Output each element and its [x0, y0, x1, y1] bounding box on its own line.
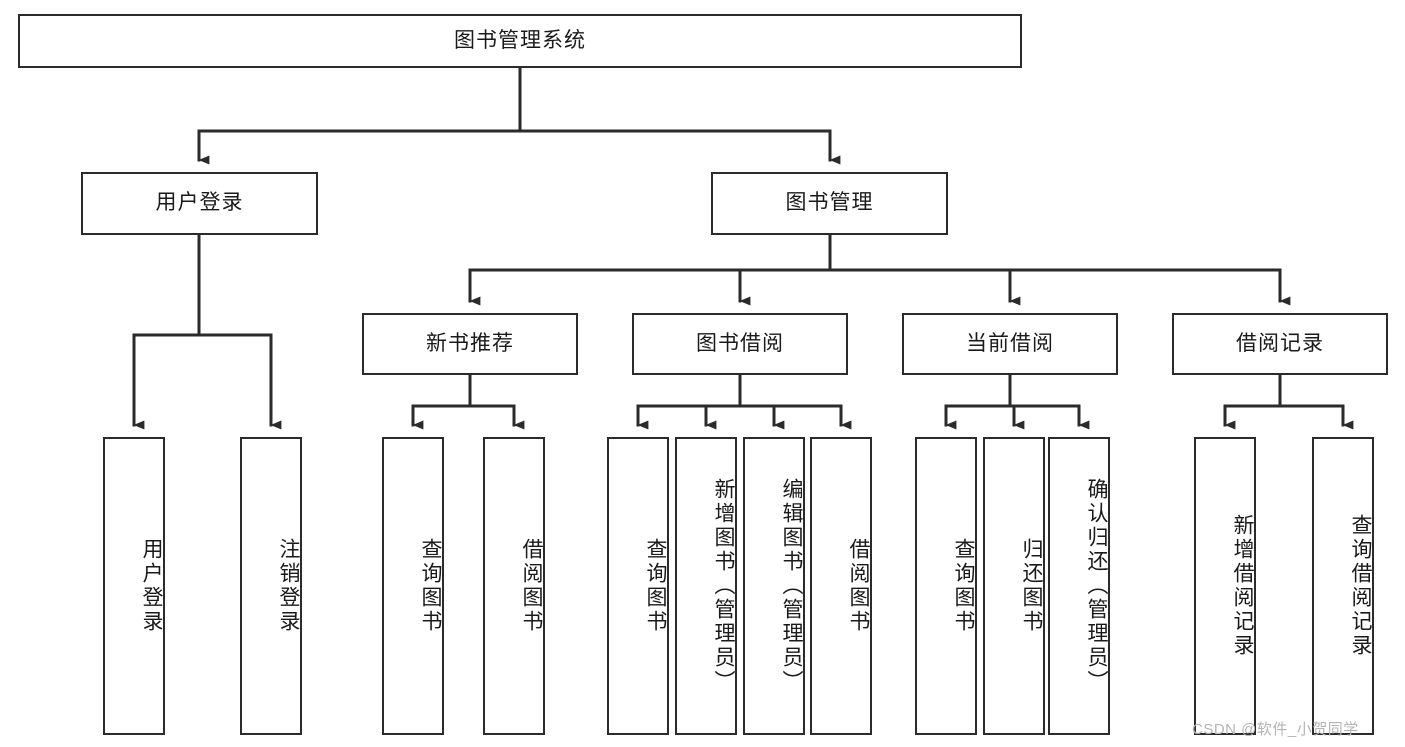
leaf-label: 查询图书: [644, 538, 667, 634]
leaf-query-book-2[interactable]: 查询图书: [607, 437, 669, 735]
node-current-borrow[interactable]: 当前借阅: [902, 313, 1118, 375]
leaf-label: 借阅图书: [520, 538, 543, 634]
node-book-borrow[interactable]: 图书借阅: [632, 313, 848, 375]
leaf-confirm-return[interactable]: 确认归还（管理员）: [1048, 437, 1110, 735]
leaf-borrow-book-2[interactable]: 借阅图书: [810, 437, 872, 735]
node-borrow-record[interactable]: 借阅记录: [1172, 313, 1388, 375]
leaf-label: 查询图书: [419, 538, 442, 634]
leaf-add-book[interactable]: 新增图书（管理员）: [675, 437, 737, 735]
leaf-label: 新增图书（管理员）: [712, 478, 735, 694]
leaf-return-book[interactable]: 归还图书: [983, 437, 1045, 735]
node-new-book-recommend[interactable]: 新书推荐: [362, 313, 578, 375]
leaf-add-record[interactable]: 新增借阅记录: [1194, 437, 1256, 735]
leaf-query-book-3[interactable]: 查询图书: [915, 437, 977, 735]
leaf-user-login[interactable]: 用户登录: [103, 437, 165, 735]
leaf-query-book-1[interactable]: 查询图书: [382, 437, 444, 735]
leaf-label: 查询图书: [952, 538, 975, 634]
leaf-label: 确认归还（管理员）: [1085, 478, 1108, 694]
leaf-edit-book[interactable]: 编辑图书（管理员）: [743, 437, 805, 735]
node-book-management[interactable]: 图书管理: [711, 172, 948, 235]
node-user-login[interactable]: 用户登录: [81, 172, 318, 235]
leaf-label: 用户登录: [140, 538, 163, 634]
leaf-query-record[interactable]: 查询借阅记录: [1312, 437, 1374, 735]
leaf-borrow-book-1[interactable]: 借阅图书: [483, 437, 545, 735]
csdn-watermark: CSDN @软件_小贺同学: [1192, 721, 1359, 738]
leaf-label: 归还图书: [1020, 538, 1043, 634]
leaf-label: 编辑图书（管理员）: [780, 478, 803, 694]
node-root[interactable]: 图书管理系统: [18, 14, 1022, 68]
leaf-label: 查询借阅记录: [1349, 514, 1372, 658]
leaf-logout[interactable]: 注销登录: [240, 437, 302, 735]
leaf-label: 新增借阅记录: [1231, 514, 1254, 658]
leaf-label: 注销登录: [277, 538, 300, 634]
leaf-label: 借阅图书: [847, 538, 870, 634]
